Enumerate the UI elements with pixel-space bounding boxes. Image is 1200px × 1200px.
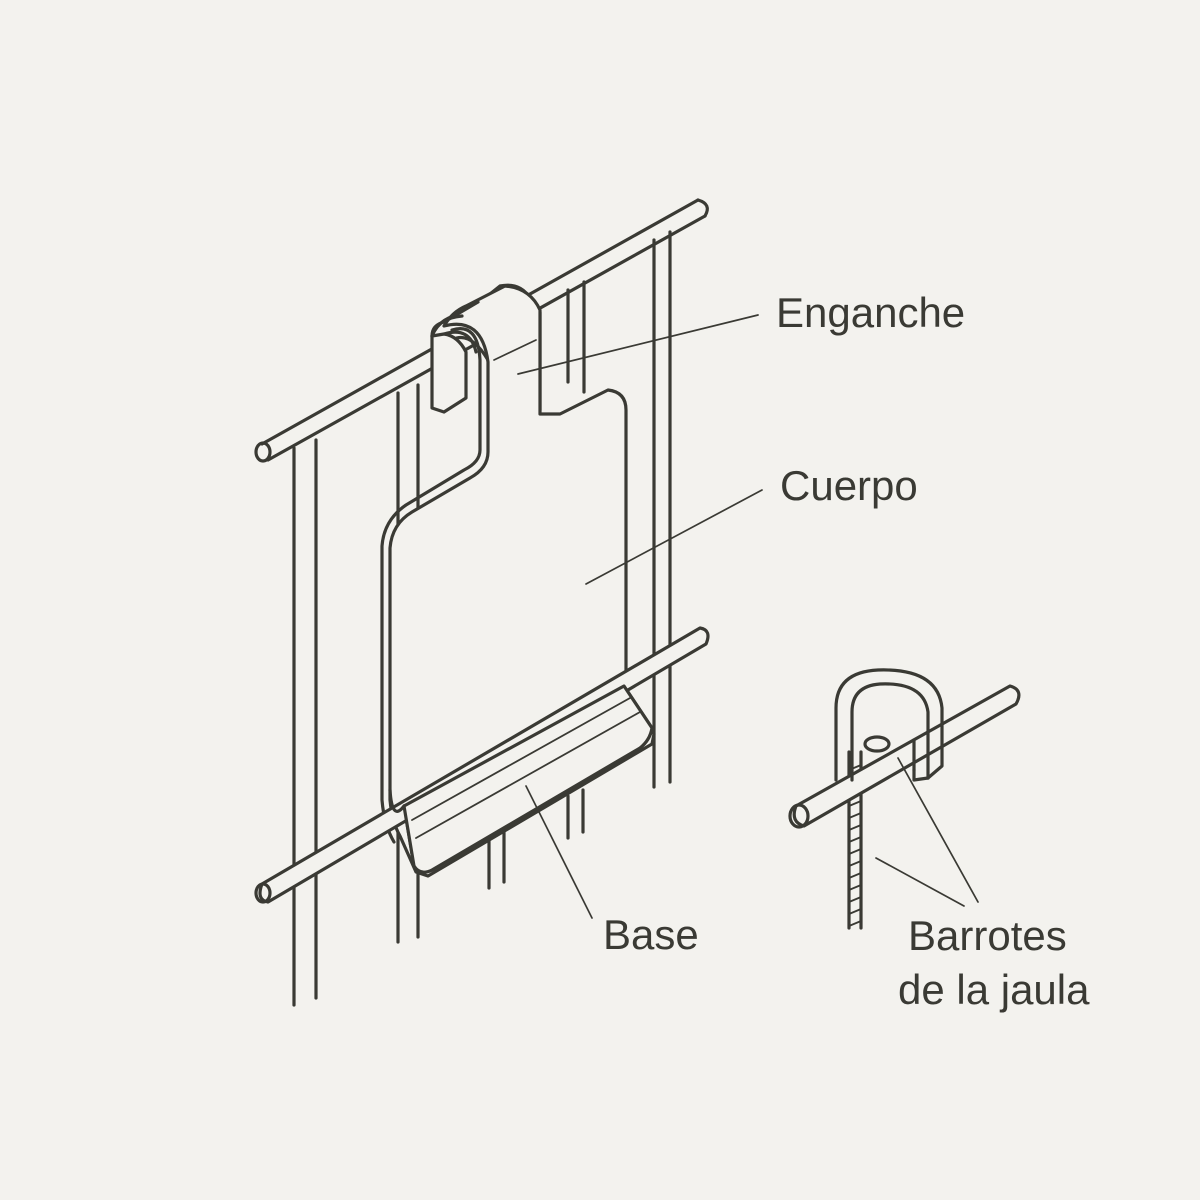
leader-hook-2 <box>493 339 537 361</box>
label-bars-line1: Barrotes <box>908 912 1067 959</box>
leader-hook <box>517 314 759 375</box>
leader-body <box>585 489 763 585</box>
label-base: Base <box>603 911 699 958</box>
leader-bars-1 <box>897 757 979 903</box>
cage-bar <box>566 788 585 840</box>
detail-illustration <box>788 668 1021 930</box>
cage-bar <box>292 438 318 1007</box>
top-rod-end <box>254 441 272 463</box>
label-hook: Enganche <box>776 289 965 336</box>
cage-bar <box>487 826 506 890</box>
label-bars-line2: de la jaula <box>898 966 1090 1013</box>
labels: Enganche Cuerpo Base Barrotes de la jaul… <box>603 289 1090 1013</box>
cage-bar <box>652 230 672 789</box>
leader-lines <box>493 314 979 919</box>
label-body: Cuerpo <box>780 462 918 509</box>
detail-rod <box>788 684 1021 829</box>
detail-hook <box>834 668 944 782</box>
hook-flap <box>430 332 468 414</box>
leader-bars-2 <box>875 857 965 907</box>
detail-rod-end <box>788 803 810 829</box>
bottom-rod-end <box>254 882 272 904</box>
leader-base <box>525 785 593 919</box>
cage-bar <box>566 280 586 394</box>
main-illustration <box>254 198 710 1007</box>
